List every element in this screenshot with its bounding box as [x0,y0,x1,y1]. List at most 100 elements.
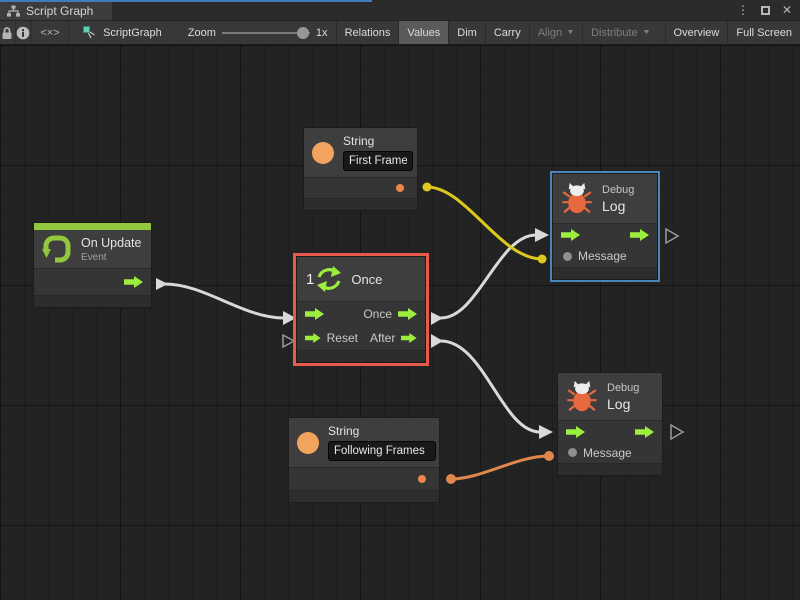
node-debug-log-top[interactable]: Debug Log Message [550,171,660,282]
overview-label: Overview [673,26,720,39]
wire-once-to-debugtop[interactable] [439,233,538,320]
align-dropdown[interactable]: Align ▼ [528,21,582,44]
debugtop-input-connector[interactable] [535,228,549,242]
wire-string-to-debugtop[interactable] [425,185,544,261]
zoom-slider[interactable] [221,26,310,39]
lock-icon [2,26,12,39]
zoom-value: 1x [315,26,328,39]
node-subtitle: Event [81,251,107,263]
after-label: After [370,331,396,345]
message-input-port[interactable] [568,448,577,457]
reset-input-port[interactable] [305,332,321,344]
node-footer [297,350,425,362]
node-once[interactable]: 1 Once Once [293,253,429,366]
distribute-label: Distribute [591,26,638,39]
tab-title: Script Graph [26,4,94,18]
flow-input-port[interactable] [305,308,324,320]
graph-canvas[interactable]: String On Update Event [0,45,800,600]
flow-output-port[interactable] [124,276,143,288]
flow-input-port[interactable] [566,425,585,438]
node-title: Log [607,395,631,412]
script-graph-icon [83,26,95,39]
debugbottom-output-empty-connector[interactable] [670,423,685,441]
lock-button[interactable] [0,21,16,44]
string-type-icon [297,431,319,454]
bug-icon [562,182,592,214]
code-icon: <×> [40,26,60,39]
focus-accent-line [0,0,372,2]
message-input-port[interactable] [563,251,572,261]
once-reset-empty-connector[interactable] [282,333,296,349]
reset-label: Reset [326,331,358,345]
once-out2-connector[interactable] [431,334,443,348]
node-category: Debug [607,381,640,394]
dim-button[interactable]: Dim [448,21,485,44]
code-view-button[interactable]: <×> [32,21,70,44]
node-footer [553,267,657,279]
node-footer [289,490,439,502]
orange-wire-start-dot[interactable] [446,474,456,484]
node-debug-log-bottom[interactable]: Debug Log Message [557,372,663,476]
node-string-following-frames[interactable]: String [288,417,440,503]
full-screen-label: Full Screen [736,26,792,39]
info-button[interactable] [16,21,32,44]
node-on-update[interactable]: On Update Event [33,222,152,308]
info-icon [17,26,30,39]
flow-input-port[interactable] [561,228,580,241]
node-title: Once [351,271,383,287]
once-output-port[interactable] [398,308,417,320]
zoom-label: Zoom [187,26,216,39]
message-label: Message [583,445,632,460]
tab-script-graph[interactable]: Script Graph [0,2,112,20]
wire-onupdate-to-once[interactable] [163,282,286,320]
string-output-port[interactable] [418,475,426,483]
overview-button[interactable]: Overview [664,21,728,44]
close-icon[interactable]: ✕ [781,3,792,17]
yellow-wire-start-dot[interactable] [422,182,432,192]
carry-button[interactable]: Carry [484,21,529,44]
string-value-input[interactable] [328,441,436,461]
align-label: Align [537,26,563,39]
carry-label: Carry [493,26,521,39]
message-label: Message [578,249,627,264]
wire-string-to-debugbottom[interactable] [449,454,551,481]
once-cycle-icon [317,266,342,292]
debugtop-output-empty-connector[interactable] [665,227,680,245]
window-menu-icon[interactable]: ⋮ [736,3,749,17]
once-input-connector[interactable] [283,311,296,325]
once-out1-connector[interactable] [431,312,443,325]
chevron-down-icon: ▼ [641,29,651,36]
node-title: Log [602,197,626,214]
distribute-dropdown[interactable]: Distribute ▼ [582,21,657,44]
relations-button[interactable]: Relations [335,21,399,44]
orange-wire-end-dot[interactable] [544,451,554,461]
chevron-down-icon: ▼ [566,29,576,36]
zoom-slider-handle[interactable] [296,26,309,39]
after-output-port[interactable] [401,332,417,344]
node-title: On Update [81,235,142,250]
string-output-port[interactable] [396,184,404,192]
dim-label: Dim [457,26,477,39]
values-label: Values [407,26,441,39]
on-update-loop-icon [42,235,71,263]
node-string-first-frame[interactable]: String [303,127,418,211]
wire-once-to-debugbottom[interactable] [439,339,542,434]
graph-toolbar: <×> ScriptGraph Zoom 1x Relations Values… [0,20,800,45]
once-output-label: Once [363,307,392,321]
onupdate-output-connector[interactable] [156,278,168,290]
relations-label: Relations [344,26,391,39]
debugbottom-input-connector[interactable] [539,425,553,439]
maximize-icon[interactable] [760,5,770,15]
string-value-input[interactable] [343,151,413,171]
title-bar: Script Graph ⋮ ✕ [0,0,800,20]
once-number: 1 [306,270,315,288]
graph-hierarchy-icon [7,5,20,17]
yellow-wire-end-dot[interactable] [537,254,547,264]
full-screen-button[interactable]: Full Screen [727,21,800,44]
graph-name-label: ScriptGraph [103,26,162,39]
values-button[interactable]: Values [398,21,449,44]
flow-output-port[interactable] [635,425,654,438]
flow-output-port[interactable] [630,228,649,241]
node-footer [34,295,151,307]
event-accent-strip [34,223,151,230]
